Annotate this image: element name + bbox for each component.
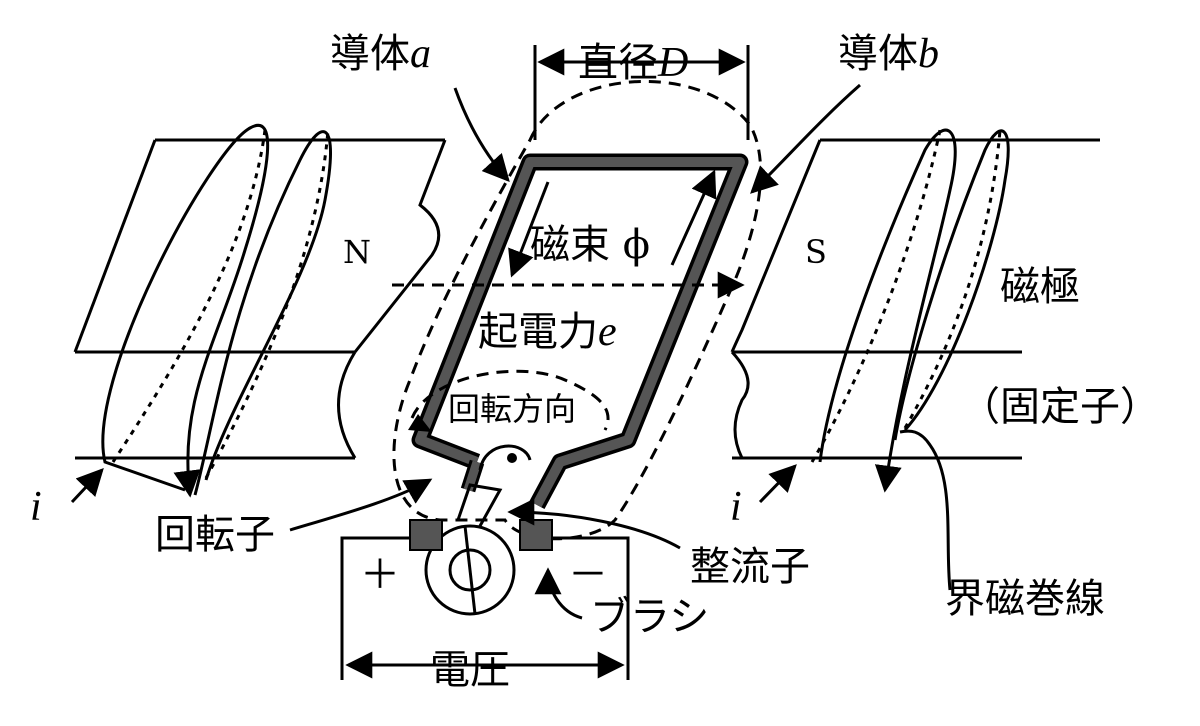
- label-plus: ＋: [360, 552, 400, 598]
- label-minus: －: [568, 552, 608, 598]
- flux-arrow-down: [508, 181, 550, 278]
- leader-brush: [534, 567, 583, 620]
- rotation-arrowhead: [408, 414, 432, 432]
- external-circuit: [340, 536, 630, 680]
- shaft-outline: [478, 444, 532, 471]
- label-voltage: 電圧: [430, 647, 510, 693]
- leader-field-winding: [899, 429, 952, 591]
- field-winding-left: [70, 124, 332, 504]
- rotation-arrow: [410, 369, 610, 431]
- axis-dot: [507, 453, 517, 463]
- label-brush: ブラシ: [590, 594, 709, 640]
- pole-n: [73, 138, 447, 460]
- label-pole-s: S: [805, 233, 827, 271]
- label-stator: （固定子）: [960, 384, 1160, 430]
- label-current-right: i: [730, 484, 742, 530]
- leader-commutator: [507, 498, 681, 550]
- brush-right: [519, 519, 553, 551]
- brush-left: [409, 519, 443, 551]
- field-winding-right: [758, 128, 1010, 504]
- leader-conductor-a: [453, 87, 510, 183]
- leader-rotor: [289, 478, 433, 532]
- label-conductor-b: 導体b: [838, 31, 939, 77]
- label-flux: 磁束 ϕ: [530, 222, 650, 268]
- rotor-outline: [392, 79, 763, 541]
- commutator: [424, 483, 516, 616]
- label-pole-n: N: [343, 233, 371, 271]
- label-current-left: i: [30, 484, 42, 530]
- label-commutator: 整流子: [690, 544, 810, 590]
- leader-conductor-b: [750, 83, 861, 194]
- label-conductor-a: 導体a: [330, 31, 431, 77]
- label-emf: 起電力e: [478, 309, 617, 355]
- pole-s: [730, 138, 1100, 460]
- label-magnetic-pole: 磁極: [1000, 264, 1080, 310]
- flux-arrow-up: [670, 169, 717, 266]
- label-rotor: 回転子: [155, 512, 275, 558]
- label-rotation-direction: 回転方向: [448, 390, 576, 428]
- label-diameter: 直径D: [578, 40, 688, 86]
- label-field-winding: 界磁巻線: [945, 576, 1105, 622]
